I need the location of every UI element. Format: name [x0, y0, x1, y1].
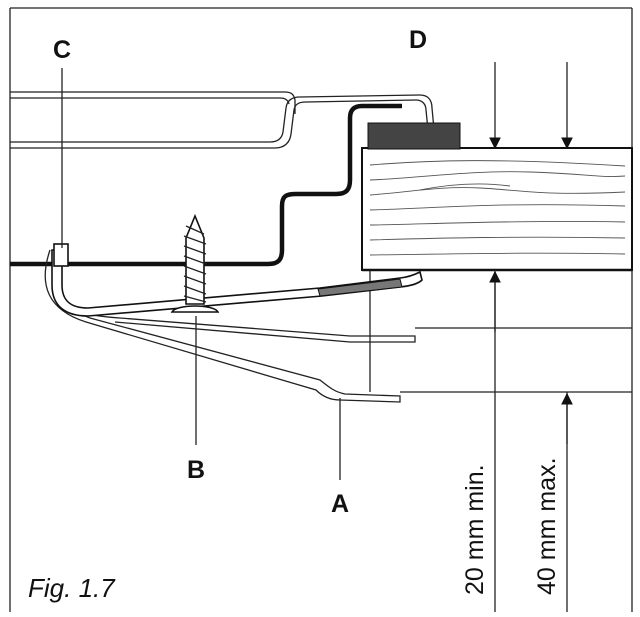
label-a: A	[331, 490, 349, 518]
cabinet-lines	[369, 270, 632, 393]
dimension-lines	[489, 62, 573, 612]
dimension-max-label: 40 mm max.	[533, 457, 561, 595]
label-c: C	[53, 36, 71, 64]
hob-profile	[10, 103, 402, 267]
fixing-bracket-a	[44, 249, 416, 403]
figure-frame	[9, 7, 633, 612]
gasket-d	[367, 122, 461, 150]
screw-b	[170, 213, 220, 313]
leader-lines	[61, 68, 341, 480]
figure-caption: Fig. 1.7	[28, 573, 116, 603]
label-b: B	[187, 456, 205, 484]
fixing-spring-c	[51, 243, 423, 317]
label-d: D	[409, 26, 427, 54]
cooktop-trim	[10, 91, 436, 149]
countertop-panel	[361, 147, 633, 272]
dimension-min-label: 20 mm min.	[461, 464, 489, 595]
